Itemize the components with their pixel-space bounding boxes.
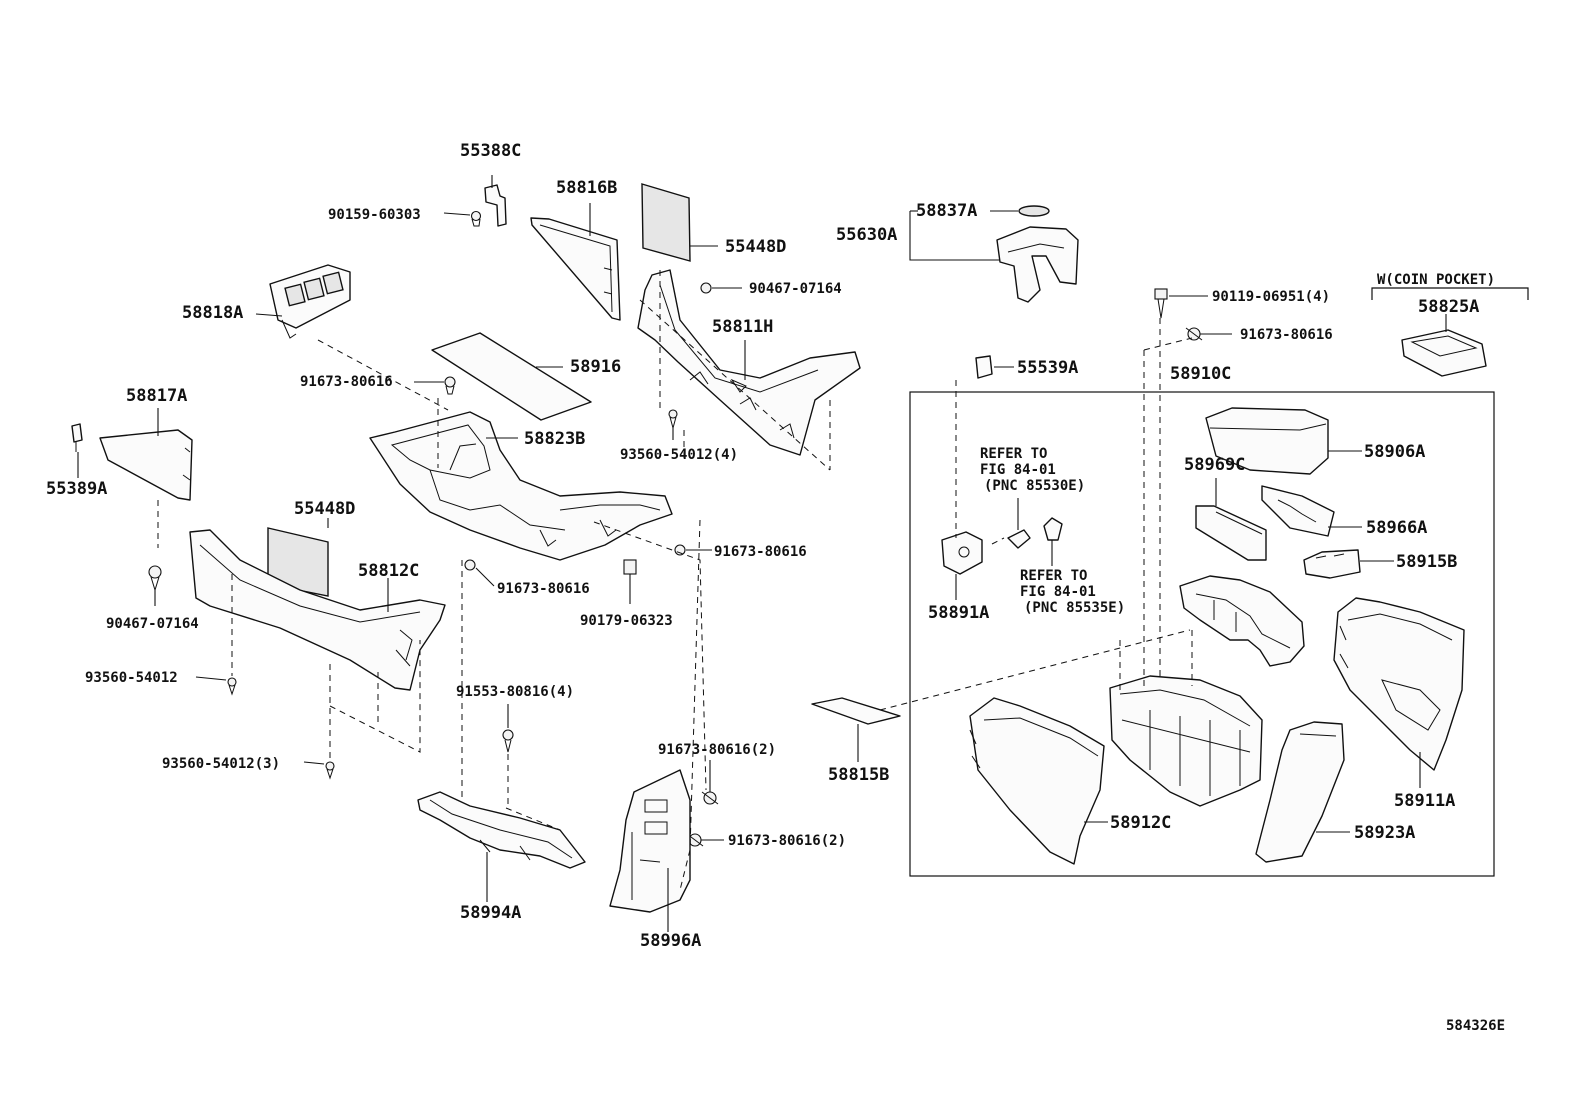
- label-55389A: 55389A: [46, 479, 107, 499]
- label-55388C: 55388C: [460, 141, 521, 161]
- part-58818A[interactable]: [269, 264, 351, 339]
- part-58812C[interactable]: [189, 529, 446, 691]
- label-93560-54012: 93560-54012: [85, 670, 178, 686]
- fastener-90159-60303[interactable]: [470, 210, 482, 227]
- label-58911A: 58911A: [1394, 791, 1455, 811]
- fastener-90467-07164-left[interactable]: [148, 565, 162, 592]
- label-58818A: 58818A: [182, 303, 243, 323]
- fastener-91673-80616-a[interactable]: [444, 376, 456, 395]
- fastener-90467-07164-top[interactable]: [700, 282, 712, 294]
- fastener-91673-80616-2a[interactable]: [701, 791, 719, 805]
- label-coin-pocket: W(COIN POCKET): [1377, 272, 1495, 288]
- label-90159-60303: 90159-60303: [328, 207, 421, 223]
- note-refer2-line2: FIG 84-01: [1020, 584, 1096, 600]
- label-58966A: 58966A: [1366, 518, 1427, 538]
- label-91673-80616-d: 91673-80616: [1240, 327, 1333, 343]
- part-55388C[interactable]: [484, 184, 507, 227]
- part-58969C[interactable]: [1195, 505, 1267, 561]
- label-90467-07164-left: 90467-07164: [106, 616, 199, 632]
- part-58815B[interactable]: [811, 697, 901, 725]
- fastener-90119-06951-4[interactable]: [1154, 288, 1168, 319]
- note-refer1-line2: FIG 84-01: [980, 462, 1056, 478]
- label-90119-06951-4: 90119-06951(4): [1212, 289, 1330, 305]
- bulb-pnc-85530e[interactable]: [1007, 529, 1031, 549]
- label-58912C: 58912C: [1110, 813, 1171, 833]
- label-91553-80816-4: 91553-80816(4): [456, 684, 574, 700]
- part-55448D-top[interactable]: [641, 183, 691, 262]
- label-55630A: 55630A: [836, 225, 897, 245]
- label-58923A: 58923A: [1354, 823, 1415, 843]
- label-91673-80616-2b: 91673-80616(2): [728, 833, 846, 849]
- part-55630A[interactable]: [996, 226, 1079, 303]
- part-58966A[interactable]: [1261, 485, 1335, 537]
- fastener-90179-06323[interactable]: [623, 559, 637, 575]
- part-58994A[interactable]: [417, 791, 586, 869]
- label-91673-80616-c: 91673-80616: [497, 581, 590, 597]
- note-refer1-line3: (PNC 85530E): [984, 478, 1085, 494]
- note-refer1-line1: REFER TO: [980, 446, 1047, 462]
- label-91673-80616-a: 91673-80616: [300, 374, 393, 390]
- part-58906A[interactable]: [1205, 407, 1329, 475]
- part-58811H[interactable]: [637, 269, 861, 456]
- fastener-91673-80616-d[interactable]: [1185, 327, 1203, 341]
- part-58916[interactable]: [431, 332, 592, 421]
- part-58912C[interactable]: [969, 697, 1105, 865]
- label-58823B: 58823B: [524, 429, 585, 449]
- label-58891A: 58891A: [928, 603, 989, 623]
- fastener-91673-80616-c[interactable]: [464, 559, 476, 571]
- bulb-pnc-85535e[interactable]: [1043, 517, 1063, 541]
- part-58816B[interactable]: [530, 217, 621, 321]
- part-55389A[interactable]: [71, 423, 83, 452]
- fastener-93560-54012-3[interactable]: [325, 761, 335, 780]
- label-55539A: 55539A: [1017, 358, 1078, 378]
- part-55539A[interactable]: [975, 355, 993, 379]
- label-91673-80616-2a: 91673-80616(2): [658, 742, 776, 758]
- label-58812C: 58812C: [358, 561, 419, 581]
- label-58996A: 58996A: [640, 931, 701, 951]
- label-58906A: 58906A: [1364, 442, 1425, 462]
- label-58916: 58916: [570, 357, 621, 377]
- part-58825A[interactable]: [1401, 329, 1487, 377]
- fastener-93560-54012[interactable]: [227, 677, 237, 696]
- part-58923A[interactable]: [1255, 721, 1345, 863]
- part-58915B[interactable]: [1303, 549, 1361, 579]
- part-58996A[interactable]: [609, 769, 691, 913]
- label-91673-80616-b: 91673-80616: [714, 544, 807, 560]
- fastener-91553-80816-4[interactable]: [502, 729, 514, 753]
- coin-pocket-bracket: [1371, 287, 1529, 300]
- label-58969C: 58969C: [1184, 455, 1245, 475]
- label-58816B: 58816B: [556, 178, 617, 198]
- part-shift-bracket[interactable]: [1179, 575, 1305, 667]
- label-58825A: 58825A: [1418, 297, 1479, 317]
- note-refer2-line3: (PNC 85535E): [1024, 600, 1125, 616]
- part-console-box[interactable]: [1109, 675, 1263, 807]
- label-90179-06323: 90179-06323: [580, 613, 673, 629]
- label-90467-07164-top: 90467-07164: [749, 281, 842, 297]
- label-55448D-top: 55448D: [725, 237, 786, 257]
- fastener-93560-54012-4[interactable]: [668, 409, 678, 430]
- part-58891A[interactable]: [941, 531, 983, 575]
- label-93560-54012-3: 93560-54012(3): [162, 756, 280, 772]
- part-58911A[interactable]: [1333, 597, 1465, 771]
- label-58811H: 58811H: [712, 317, 773, 337]
- label-58815B: 58815B: [828, 765, 889, 785]
- label-58915B: 58915B: [1396, 552, 1457, 572]
- part-58817A[interactable]: [99, 429, 193, 501]
- label-93560-54012-4: 93560-54012(4): [620, 447, 738, 463]
- part-58823B[interactable]: [369, 411, 673, 561]
- diagram-id: 584326E: [1446, 1018, 1505, 1034]
- note-refer2-line1: REFER TO: [1020, 568, 1087, 584]
- label-58817A: 58817A: [126, 386, 187, 406]
- label-55448D-mid: 55448D: [294, 499, 355, 519]
- group-box-58910C: [909, 391, 1495, 877]
- fastener-91673-80616-b[interactable]: [674, 544, 686, 556]
- part-55448D-mid[interactable]: [267, 527, 329, 597]
- part-58837A[interactable]: [1018, 205, 1050, 217]
- label-58837A: 58837A: [916, 201, 977, 221]
- label-58994A: 58994A: [460, 903, 521, 923]
- label-58910C: 58910C: [1170, 364, 1231, 384]
